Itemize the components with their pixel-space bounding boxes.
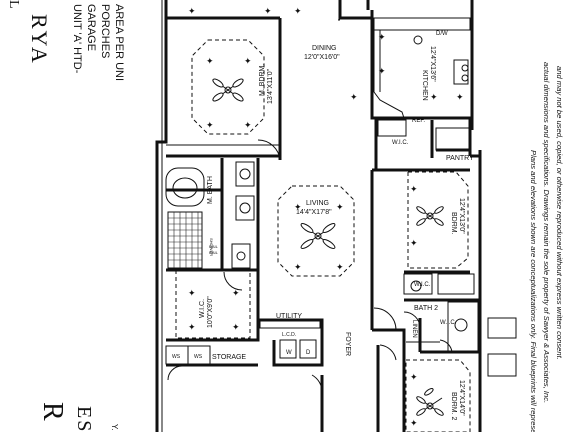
room-label-kitchen-wic: W.I.C.: [392, 140, 409, 146]
light-fixture-icon: ✦: [294, 263, 302, 273]
room-label-master-wic: W.I.C.: [199, 299, 206, 318]
rail-label-1: RAIL: [209, 244, 219, 249]
room-label-dining: DINING: [312, 45, 337, 52]
room-label-bedroom-3: BDRM.: [450, 212, 457, 235]
title-footer-char: Y.: [110, 424, 119, 431]
room-label-master-bath: M. BATH: [207, 176, 214, 204]
ceiling-fan-icon: [212, 78, 244, 102]
light-fixture-icon: ✦: [336, 263, 344, 273]
title-line-1: UNIT 'A' HTD-: [71, 4, 83, 74]
room-size-kitchen: 12'4"X13'6": [429, 46, 436, 82]
room-label-linen: LINEN: [411, 320, 417, 338]
room-label-living: LIVING: [306, 200, 329, 207]
light-fixture-icon: ✦: [188, 323, 196, 333]
disclaimer-line-3: and may not be used, copied, or otherwis…: [555, 66, 564, 360]
room-label-master-bedroom: M. BDRM.: [259, 64, 266, 96]
light-fixture-icon: ✦: [294, 7, 302, 17]
light-fixture-icon: ✦: [410, 185, 418, 195]
shower-label: SHOWER: [209, 238, 214, 256]
sink: [239, 168, 251, 180]
water-heater-label: WS: [172, 354, 181, 360]
light-fixture-icon: ✦: [378, 33, 386, 43]
room-label-bed2-wic: W.I.C.: [440, 320, 457, 326]
light-fixture-icon: ✦: [350, 93, 358, 103]
ceiling-fan-icon: [416, 206, 444, 226]
title-line-3: PORCHES: [99, 4, 111, 58]
light-fixture-icon: ✦: [378, 67, 386, 77]
shower-tile: [167, 211, 203, 269]
light-fixture-icon: ✦: [410, 373, 418, 383]
washer-label: W: [286, 350, 292, 356]
room-label-pantry: PANTRY: [446, 155, 474, 162]
tray-ceilings: [175, 39, 471, 432]
rail-label-2: RAIL: [209, 250, 219, 255]
room-label-utility: UTILITY: [276, 313, 302, 320]
light-fixture-icon: ✦: [264, 7, 272, 17]
stove-burner-icon: [461, 74, 469, 82]
room-label-storage: STORAGE: [212, 354, 246, 361]
company-name-2: L: [6, 0, 21, 9]
room-size-master-wic: 10'0"X9'0": [207, 296, 214, 328]
light-fixtures: ✦ ✦ ✦ ✦ ✦ ✦ ✦ ✦ ✦ ✦ ✦ ✦ ✦ ✦ ✦ ✦ ✦ ✦ ✦ ✦ ✦ ✦ ✦ ✦: [188, 7, 464, 429]
kitchen-sink: [413, 35, 423, 45]
light-fixture-icon: ✦: [410, 419, 418, 429]
sink: [239, 202, 251, 214]
room-size-bedroom-2: 12'4"X14'0": [458, 380, 465, 416]
dishwasher-label: D/W: [436, 31, 448, 37]
light-fixture-icon: ✦: [244, 121, 252, 131]
logo-letter: R: [37, 402, 68, 421]
stove-burner-icon: [461, 64, 469, 72]
disclaimer-line-2: actual dimensions and specifications. Dr…: [542, 62, 551, 403]
room-size-living: 14'4"X17'8": [296, 209, 332, 216]
light-fixture-icon: ✦: [456, 93, 464, 103]
logo-text: ES: [73, 406, 95, 432]
doors: [167, 139, 453, 396]
disclaimer-line-1: Plans and elevations shown are conceptua…: [529, 150, 538, 432]
room-size-bedroom-3: 12'4"X13'0": [458, 198, 465, 234]
company-name: RYA: [27, 14, 52, 66]
toilet: [236, 251, 246, 261]
light-fixture-icon: ✦: [294, 203, 302, 213]
dryer-label: D: [306, 350, 311, 356]
light-fixture-icon: ✦: [430, 93, 438, 103]
ceiling-fan-icon: [300, 222, 336, 250]
ceiling-fans: [212, 78, 444, 416]
room-label-foyer: FOYER: [344, 332, 351, 356]
fixtures: [172, 35, 469, 332]
light-fixture-icon: ✦: [206, 121, 214, 131]
refrigerator-label: REF.: [412, 118, 425, 124]
light-fixture-icon: ✦: [232, 323, 240, 333]
light-fixture-icon: ✦: [336, 203, 344, 213]
room-label-bed3-wic: W.I.C.: [414, 282, 431, 288]
room-label-bedroom-2: BDRM. 2: [450, 392, 457, 421]
light-fixture-icon: ✦: [244, 57, 252, 67]
water-softener-label: WS: [194, 354, 203, 360]
bath-2-sink: [454, 318, 468, 332]
lcd-label: L.C.D.: [282, 332, 296, 338]
title-line-2: GARAGE: [85, 4, 97, 51]
bathtub: [172, 177, 198, 199]
room-size-dining: 12'0"X16'0": [304, 54, 340, 61]
room-label-kitchen: KITCHEN: [421, 70, 428, 101]
secondary-walls: [165, 17, 517, 377]
bath-2-toilet: [410, 280, 422, 292]
light-fixture-icon: ✦: [206, 57, 214, 67]
light-fixture-icon: ✦: [232, 289, 240, 299]
title-line-4: AREA PER UNI: [113, 4, 125, 81]
light-fixture-icon: ✦: [188, 7, 196, 17]
room-size-master-bedroom: 13'4"X11'0": [267, 68, 274, 104]
light-fixture-icon: ✦: [188, 289, 196, 299]
light-fixture-icon: ✦: [410, 239, 418, 249]
disclaimer: Plans and elevations shown are conceptua…: [529, 62, 564, 432]
ceiling-fan-icon: [416, 388, 444, 416]
room-label-bath-2: BATH 2: [414, 305, 438, 312]
title-block: RYA L UNIT 'A' HTD- GARAGE PORCHES AREA …: [6, 0, 163, 432]
